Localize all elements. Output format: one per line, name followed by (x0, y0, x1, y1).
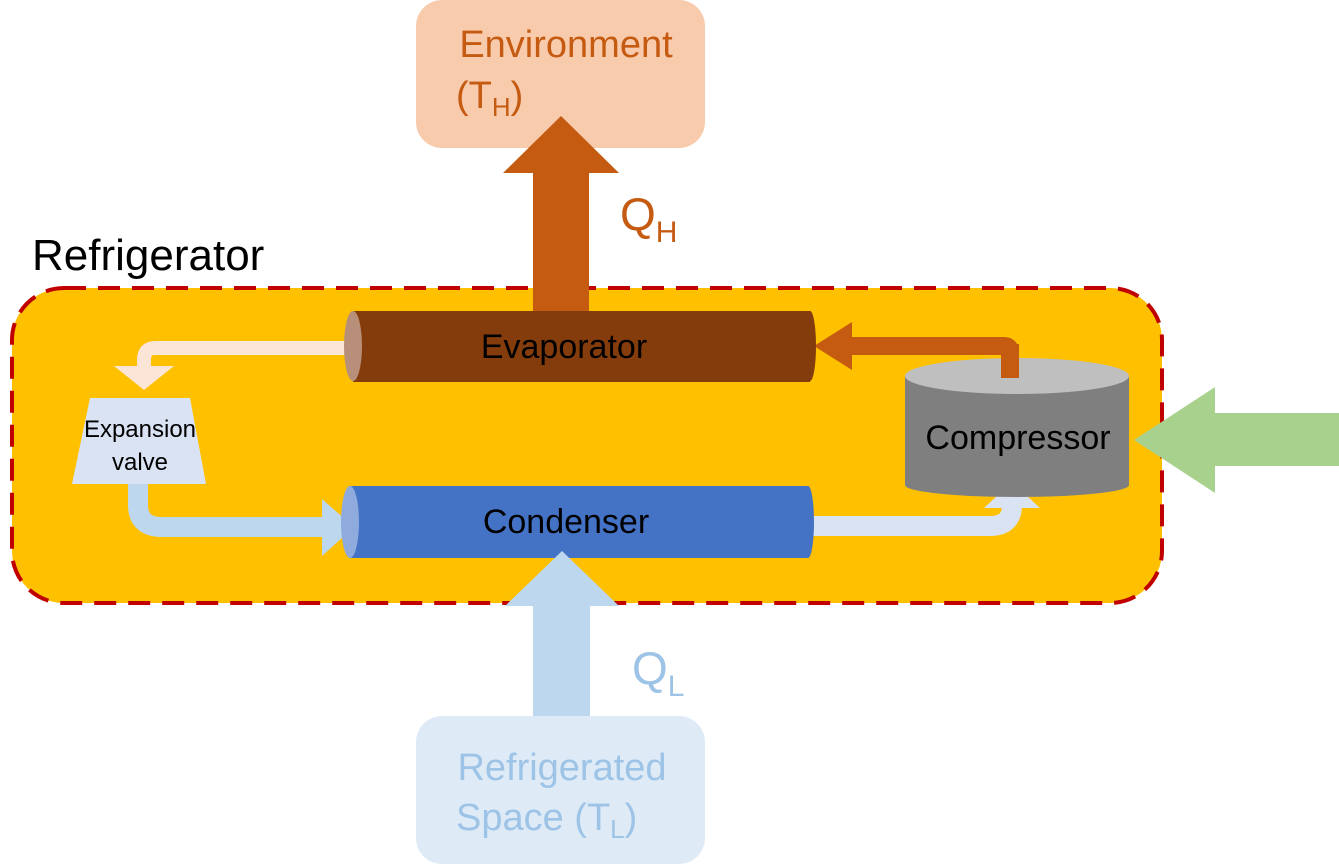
environment-label: Environment (459, 24, 673, 66)
heat-in-label: QL (632, 642, 684, 703)
heat-out-arrow-stem (533, 286, 589, 314)
pipe-arrowhead-evaporator (814, 322, 852, 370)
expansion-valve-label-line1: Expansion (84, 416, 196, 443)
refrigerated-space-temp-suffix: ) (625, 797, 638, 839)
svg-text:Environment: Environment (459, 24, 673, 66)
expansion-valve: Expansion valve (72, 398, 206, 484)
svg-text:valve: valve (112, 449, 168, 476)
pipe-evaporator-to-expansion (114, 341, 354, 390)
refrigerated-space-label: Refrigerated (457, 747, 666, 789)
evaporator: Evaporator (344, 311, 816, 382)
heat-out-arrow (503, 116, 619, 330)
heat-in-symbol: Q (632, 642, 668, 694)
environment-temp-suffix: ) (511, 75, 524, 117)
refrigerated-space-temp-prefix: Space (T (456, 797, 610, 839)
pipe-expansion-to-condenser (128, 484, 354, 556)
environment-box: Environment (TH) (416, 0, 705, 148)
svg-text:Space (TL): Space (TL) (456, 797, 637, 844)
svg-text:(TH): (TH) (456, 75, 523, 122)
compressor: Compressor (905, 344, 1129, 497)
refrigerated-space-box: Refrigerated Space (TL) (416, 716, 705, 864)
heat-out-subscript: H (656, 216, 678, 249)
pipe-arrowhead-expansion (114, 366, 174, 390)
work-input-arrow (1134, 387, 1339, 493)
svg-text:Expansion: Expansion (84, 416, 196, 443)
evaporator-label: Evaporator (481, 328, 647, 366)
heat-out-label: QH (620, 188, 677, 249)
expansion-valve-label-line2: valve (112, 449, 168, 476)
heat-in-arrow (505, 551, 619, 716)
heat-out-symbol: Q (620, 188, 656, 240)
environment-temp-prefix: (T (456, 75, 492, 117)
svg-text:Refrigerated: Refrigerated (457, 747, 666, 789)
condenser-label: Condenser (483, 503, 649, 541)
heat-in-subscript: L (668, 670, 685, 703)
system-title: Refrigerator (32, 231, 264, 280)
environment-temp-subscript: H (492, 92, 511, 122)
condenser: Condenser (341, 486, 814, 558)
refrigerated-space-temp-subscript: L (610, 814, 624, 844)
compressor-label: Compressor (925, 419, 1110, 457)
pipe-arrowhead-condenser (322, 499, 354, 556)
